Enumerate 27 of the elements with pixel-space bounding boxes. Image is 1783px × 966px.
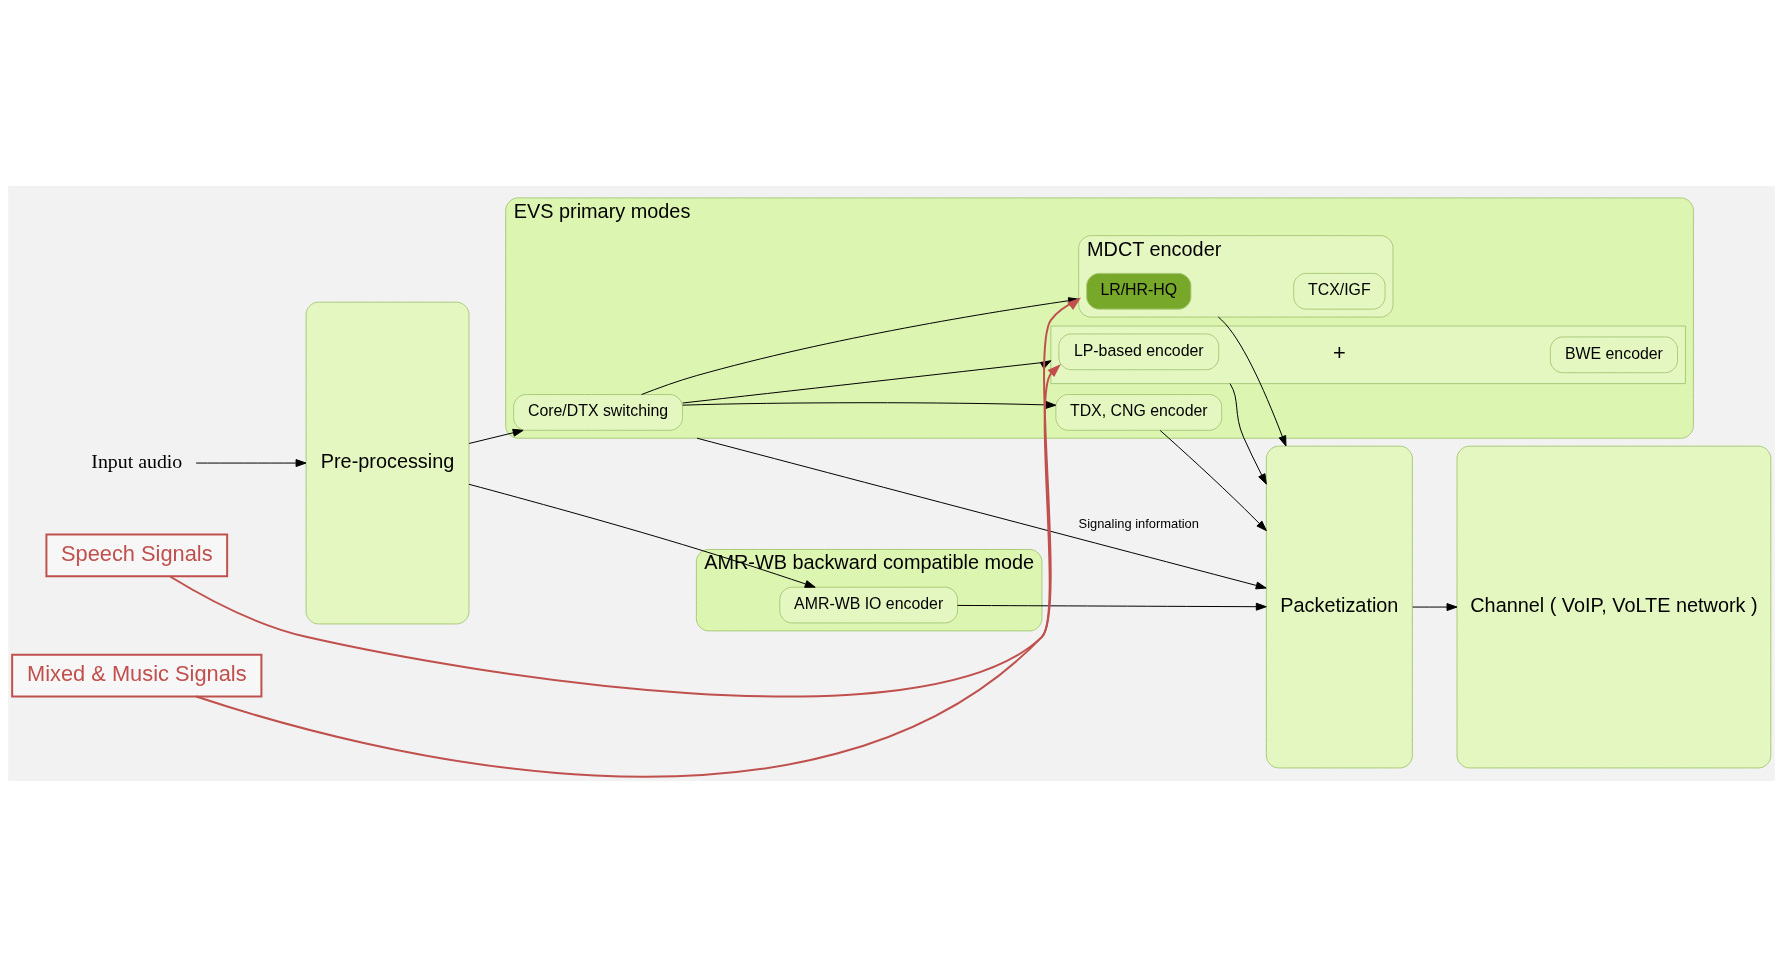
node-box: Channel ( VoIP, VoLTE network ) bbox=[1456, 445, 1772, 768]
arrow bbox=[696, 437, 1267, 589]
arrow bbox=[1412, 602, 1458, 611]
label: + bbox=[1332, 339, 1346, 365]
node-box: Packetization bbox=[1265, 445, 1413, 768]
node-box: Mixed & Music Signals bbox=[11, 653, 263, 697]
node-box: LR/HR-HQ bbox=[1086, 272, 1192, 310]
arrow bbox=[1159, 429, 1267, 531]
arrow bbox=[1217, 316, 1287, 446]
arrow bbox=[168, 363, 1061, 697]
node-box: LP-based encoder bbox=[1058, 332, 1220, 370]
edge-label: Signaling information bbox=[1078, 515, 1199, 531]
cluster bbox=[1050, 325, 1686, 384]
arrow bbox=[195, 458, 307, 467]
node-box: TCX/IGF bbox=[1293, 272, 1386, 310]
node-box: AMR-WB IO encoder bbox=[779, 586, 959, 623]
node-box: Speech Signals bbox=[45, 533, 229, 577]
node-box: TDX, CNG encoder bbox=[1055, 393, 1223, 431]
node-box: BWE encoder bbox=[1549, 335, 1678, 373]
node-text: Input audio bbox=[91, 449, 183, 472]
arrow bbox=[468, 483, 816, 588]
node-box: Pre-processing bbox=[305, 301, 470, 624]
arrow bbox=[468, 428, 524, 444]
node-box: Core/DTX switching bbox=[513, 393, 683, 431]
arrow bbox=[682, 400, 1057, 409]
arrow bbox=[1229, 382, 1267, 485]
arrow bbox=[957, 602, 1267, 611]
